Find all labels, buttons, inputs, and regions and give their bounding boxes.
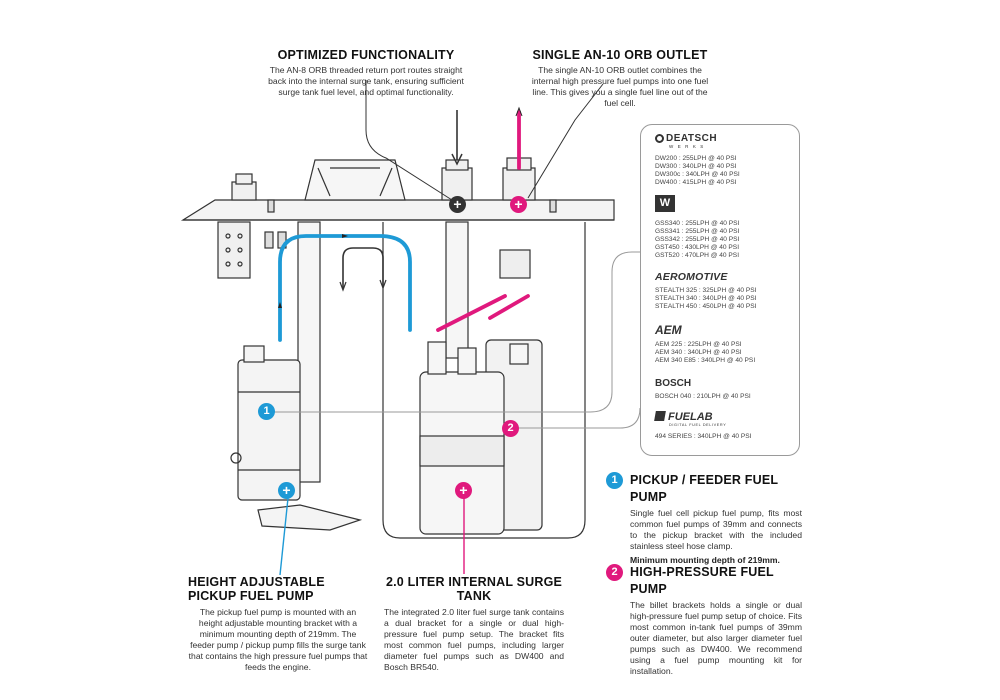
return-line — [342, 247, 384, 288]
connector-housing — [304, 159, 406, 201]
pump-item: DW400 : 415LPH @ 40 PSI — [655, 179, 737, 186]
pump-item: GST450 : 430LPH @ 40 PSI — [655, 244, 740, 251]
brand-fuelab-logo: FUELAB DIGITAL FUEL DELIVERY — [654, 411, 727, 427]
callout-body: The billet brackets holds a single or du… — [630, 600, 802, 676]
pump-item: DW200 : 255LPH @ 40 PSI — [655, 155, 737, 162]
feeder-number-badge: 1 — [606, 472, 623, 489]
callout-body: Single fuel cell pickup fuel pump, fits … — [630, 508, 802, 551]
callout-title: PICKUP / FEEDER FUEL PUMP — [630, 473, 779, 504]
callout-optimized: OPTIMIZED FUNCTIONALITY The AN-8 ORB thr… — [268, 48, 464, 98]
brand-sub: W E R K S — [669, 144, 705, 149]
surge-tank-outline — [382, 222, 586, 539]
pump-item: 494 SERIES : 340LPH @ 40 PSI — [655, 433, 752, 440]
brand-deatschwerks-logo: DEATSCH W E R K S — [655, 133, 717, 149]
callout-body: The integrated 2.0 liter fuel surge tank… — [384, 607, 564, 672]
callout-high-pressure: 2 HIGH-PRESSURE FUEL PUMP The billet bra… — [606, 564, 802, 677]
pump-1-badge: 1 — [258, 403, 275, 420]
pump-list-aem: AEM 225 : 225LPH @ 40 PSI AEM 340 : 340L… — [655, 341, 755, 365]
gear-icon — [655, 134, 664, 143]
pickup-pump — [237, 359, 301, 501]
pump-item: GSS342 : 255LPH @ 40 PSI — [655, 236, 740, 243]
pump-list-deatschwerks: DW200 : 255LPH @ 40 PSI DW300 : 340LPH @… — [655, 155, 740, 187]
brand-bosch-logo: BOSCH — [655, 378, 692, 389]
pump-list-aeromotive: STEALTH 325 : 325LPH @ 40 PSI STEALTH 34… — [655, 287, 757, 311]
pump-list-walbro: GSS340 : 255LPH @ 40 PSI GSS341 : 255LPH… — [655, 220, 739, 260]
pump-item: AEM 340 : 340LPH @ 40 PSI — [655, 349, 742, 356]
pump-2-badge: 2 — [502, 420, 519, 437]
top-plate — [180, 199, 615, 221]
pump-item: AEM 340 E85 : 340LPH @ 40 PSI — [655, 357, 756, 364]
an8-plus-marker: + — [449, 196, 466, 213]
brand-walbro-logo: W — [655, 195, 675, 212]
pump-item: DW300c : 340LPH @ 40 PSI — [655, 171, 740, 178]
callout-title: SINGLE AN-10 ORB OUTLET — [532, 48, 708, 62]
hp-hose-2 — [488, 294, 530, 320]
pump-list-fuelab: 494 SERIES : 340LPH @ 40 PSI — [655, 433, 752, 441]
pickup-plus-marker: + — [278, 482, 295, 499]
callout-title: 2.0 LITER INTERNAL SURGE TANK — [385, 575, 563, 603]
pump-compatibility-panel: DEATSCH W E R K S DW200 : 255LPH @ 40 PS… — [640, 124, 800, 456]
pump-item: STEALTH 325 : 325LPH @ 40 PSI — [655, 287, 757, 294]
brand-aem-logo: AEM — [655, 323, 682, 337]
callout-body: The single AN-10 ORB outlet combines the… — [531, 65, 709, 108]
callout-body: The pickup fuel pump is mounted with an … — [188, 607, 368, 672]
callout-pickup-adjustable: HEIGHT ADJUSTABLE PICKUP FUEL PUMP The p… — [188, 575, 368, 673]
pump-item: STEALTH 340 : 340LPH @ 40 PSI — [655, 295, 757, 302]
callout-feeder: 1 PICKUP / FEEDER FUEL PUMP Single fuel … — [606, 472, 802, 566]
pump-item: AEM 225 : 225LPH @ 40 PSI — [655, 341, 742, 348]
pump-item: STEALTH 450 : 450LPH @ 40 PSI — [655, 303, 757, 310]
an10-plus-marker: + — [510, 196, 527, 213]
pickup-rod — [297, 221, 321, 483]
callout-title: HEIGHT ADJUSTABLE PICKUP FUEL PUMP — [188, 575, 325, 603]
brand-sub: DIGITAL FUEL DELIVERY — [669, 423, 727, 427]
fuelab-mark-icon — [654, 411, 666, 421]
pickup-foot — [257, 504, 363, 531]
pump-item: GSS340 : 255LPH @ 40 PSI — [655, 220, 740, 227]
hp-hose-1 — [436, 294, 507, 332]
high-pressure-number-badge: 2 — [606, 564, 623, 581]
callout-title: OPTIMIZED FUNCTIONALITY — [277, 48, 455, 62]
callout-outlet: SINGLE AN-10 ORB OUTLET The single AN-10… — [530, 48, 710, 109]
pump-item: BOSCH 040 : 210LPH @ 40 PSI — [655, 393, 751, 400]
pump-item: GST520 : 470LPH @ 40 PSI — [655, 252, 740, 259]
pump-item: DW300 : 340LPH @ 40 PSI — [655, 163, 737, 170]
pump-list-bosch: BOSCH 040 : 210LPH @ 40 PSI — [655, 393, 751, 401]
callout-surge-tank: 2.0 LITER INTERNAL SURGE TANK The integr… — [384, 575, 564, 673]
brand-aeromotive-logo: AEROMOTIVE — [655, 271, 728, 283]
callout-note: Minimum mounting depth of 219mm. — [630, 555, 780, 565]
surge-plus-marker: + — [455, 482, 472, 499]
left-mount-bracket — [217, 221, 251, 279]
callout-title: HIGH-PRESSURE FUEL PUMP — [630, 565, 774, 596]
callout-body: The AN-8 ORB threaded return port routes… — [268, 65, 464, 97]
pump-item: GSS341 : 255LPH @ 40 PSI — [655, 228, 740, 235]
